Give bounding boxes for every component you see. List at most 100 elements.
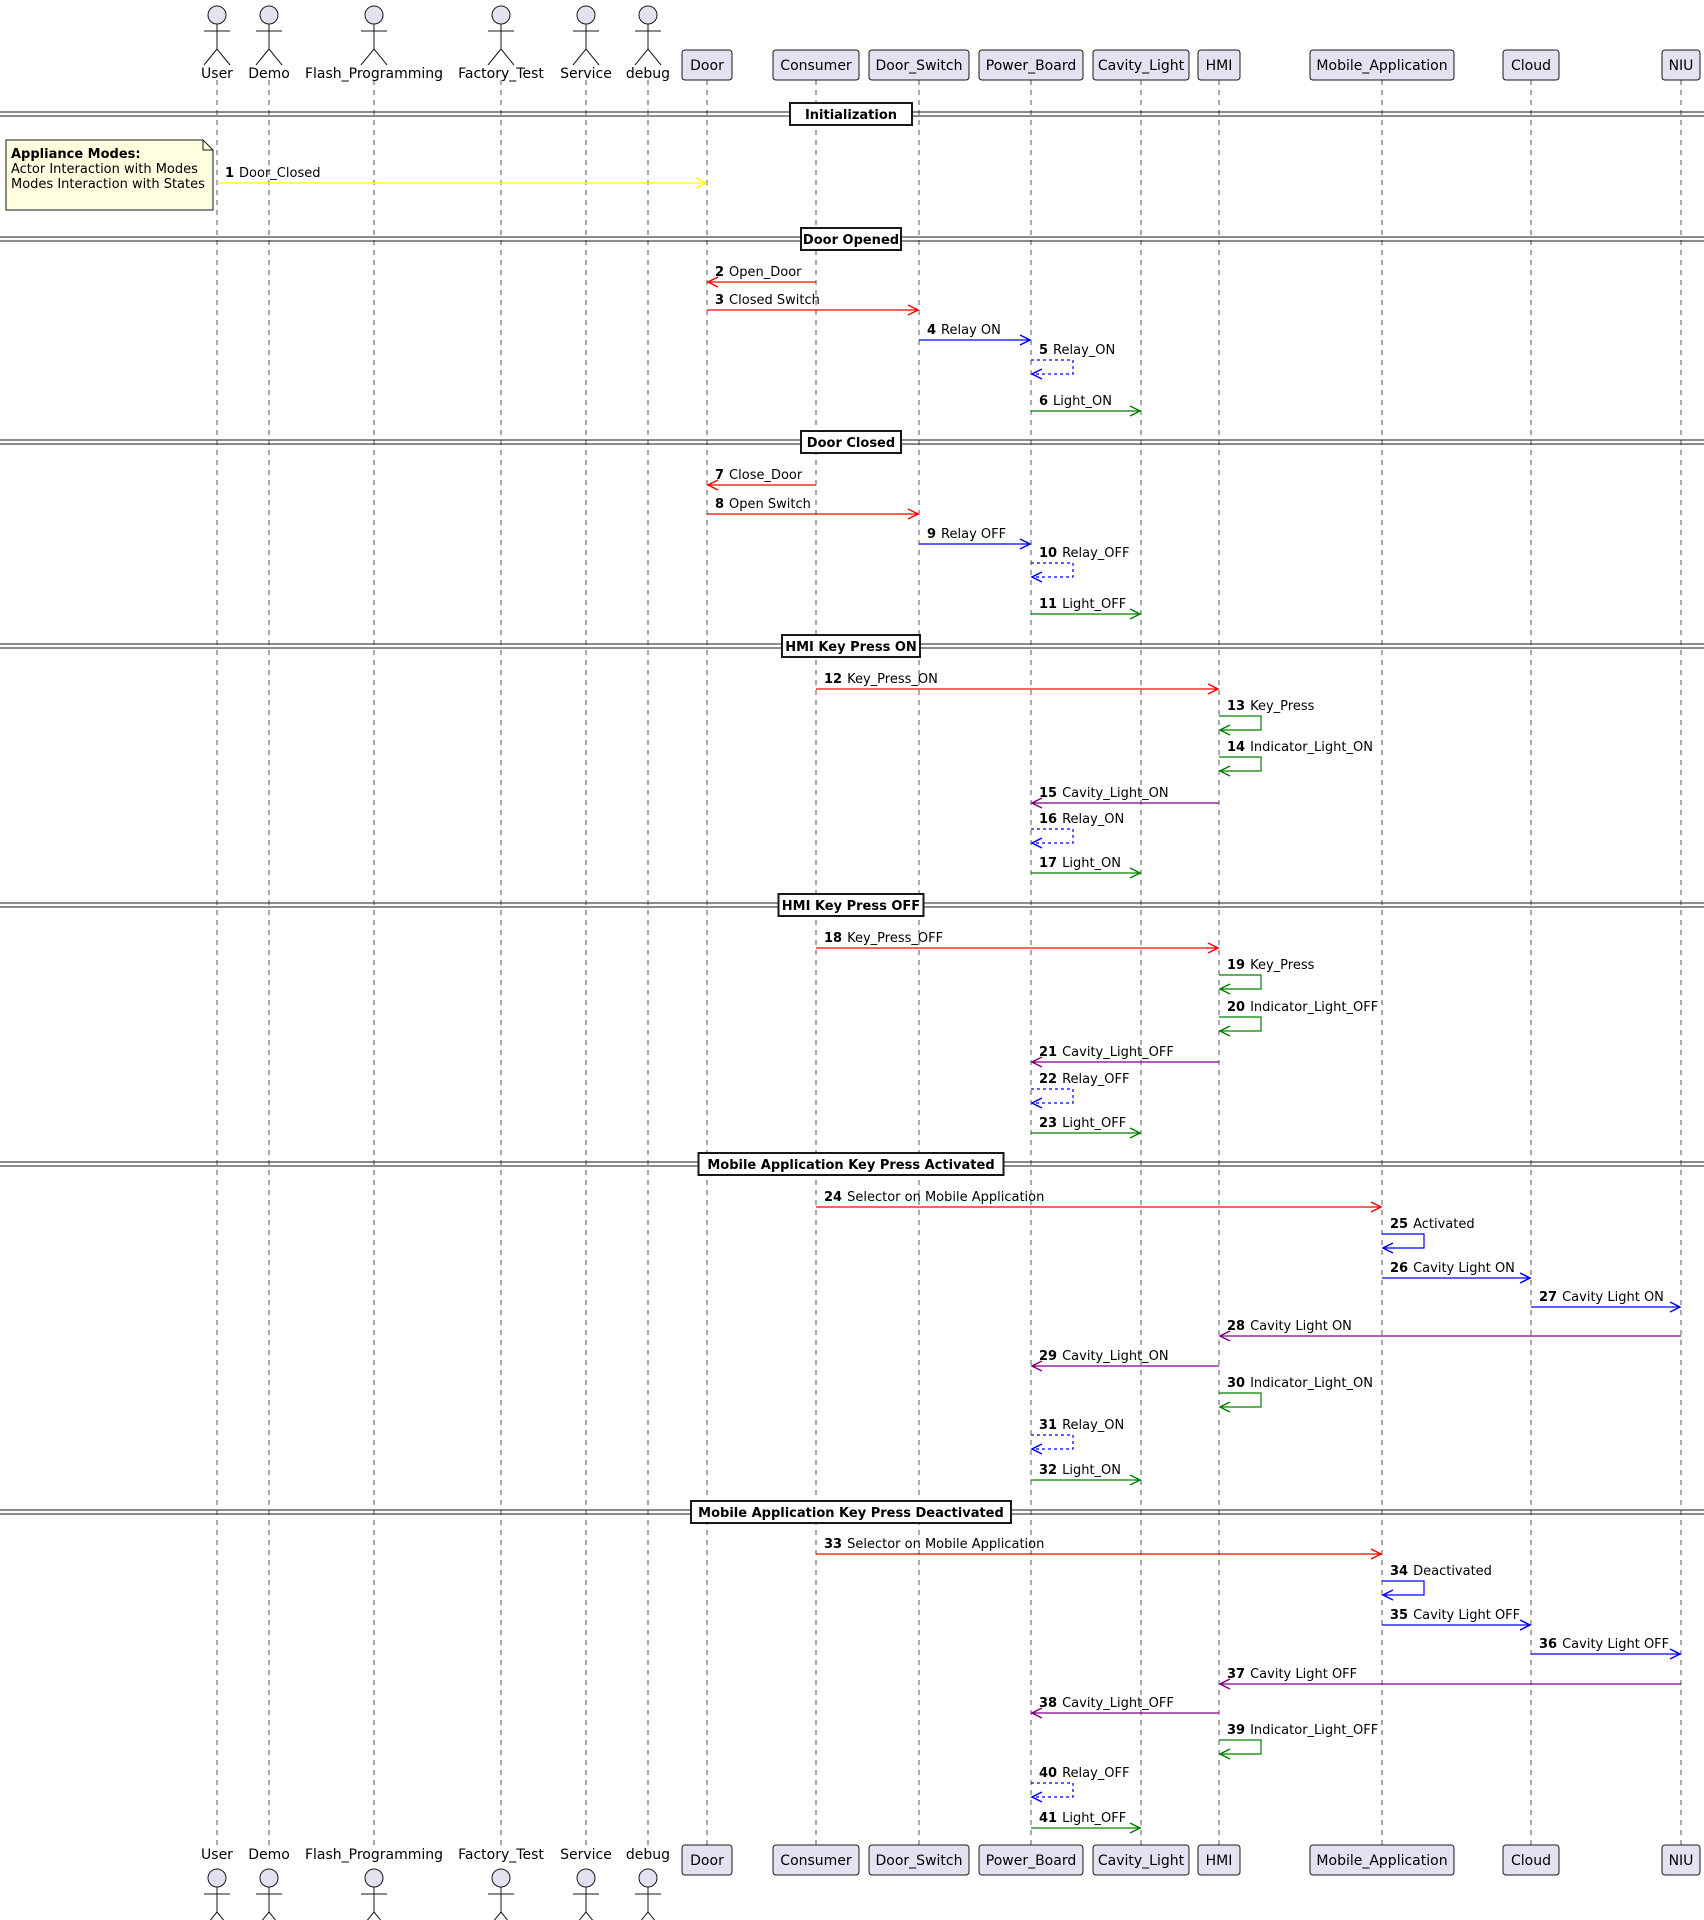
participant-consumer-bottom: Consumer (772, 1844, 860, 1876)
message-text: Deactivated (1413, 1564, 1492, 1579)
message-number: 14 (1227, 740, 1245, 755)
arrow-head-icon (1129, 405, 1142, 417)
arrow-head-icon (1030, 1707, 1043, 1719)
message-text: Light_ON (1062, 1463, 1121, 1478)
arrow-head-icon (1030, 1443, 1043, 1455)
actor-factory_test-bottom: Factory_Test (458, 1847, 544, 1920)
actor-flash_programming-bottom: Flash_Programming (305, 1847, 443, 1920)
arrow-head-icon (1207, 942, 1220, 954)
actor-factory_test-top: Factory_Test (458, 5, 544, 82)
arrow-head-icon (1030, 1360, 1043, 1372)
message-text: Cavity Light OFF (1413, 1608, 1520, 1623)
message-text: Cavity_Light_OFF (1062, 1045, 1174, 1060)
message-text: Indicator_Light_ON (1250, 1376, 1373, 1391)
arrow-head-icon (1218, 1330, 1231, 1342)
message-label: 29 Cavity_Light_ON (1039, 1349, 1169, 1364)
message-text: Cavity Light OFF (1250, 1667, 1357, 1682)
message-number: 35 (1390, 1608, 1408, 1623)
participant-heads: UserUserDemoDemoFlash_ProgrammingFlash_P… (201, 5, 1701, 1920)
actor-figure-icon (576, 5, 596, 25)
message-text: Cavity Light OFF (1562, 1637, 1669, 1652)
actor-service-bottom: Service (560, 1847, 612, 1920)
actor-figure-icon (491, 5, 511, 25)
message-text: Indicator_Light_OFF (1250, 1723, 1378, 1738)
message-text: Closed Switch (729, 293, 820, 308)
message-number: 7 (715, 468, 724, 483)
arrow-head-icon (907, 304, 920, 316)
actor-label: Flash_Programming (305, 1847, 443, 1863)
section-title: Initialization (805, 108, 897, 123)
actor-label: Factory_Test (458, 1847, 544, 1863)
arrow-head-icon (1519, 1272, 1532, 1284)
message-text: Light_OFF (1062, 597, 1126, 612)
participant-cavity_light-bottom: Cavity_Light (1092, 1844, 1190, 1876)
section-divider: Mobile Application Key Press Activated (0, 1152, 1704, 1176)
message-text: Light_ON (1053, 394, 1112, 409)
message-29: 29 Cavity_Light_ON (1030, 1349, 1219, 1372)
participant-mobile_application-top: Mobile_Application (1309, 49, 1455, 81)
actor-label: Demo (248, 1847, 290, 1863)
message-number: 18 (824, 931, 842, 946)
message-label: 35 Cavity Light OFF (1390, 1608, 1520, 1623)
participant-label: Cavity_Light (1098, 58, 1185, 74)
participant-door_switch-top: Door_Switch (868, 49, 970, 81)
participant-label: NIU (1669, 1853, 1694, 1869)
message-text: Door_Closed (239, 166, 320, 181)
message-number: 40 (1039, 1766, 1057, 1781)
actor-flash_programming-top: Flash_Programming (305, 5, 443, 82)
participant-label: Door (690, 58, 724, 74)
message-text: Relay_ON (1062, 1418, 1124, 1433)
notes: Appliance Modes:Actor Interaction with M… (5, 139, 214, 211)
arrow-head-icon (1669, 1648, 1682, 1660)
message-text: Key_Press_ON (847, 672, 938, 687)
arrow-head-icon (1218, 1748, 1231, 1760)
participant-label: Consumer (780, 58, 852, 74)
message-text: Cavity_Light_ON (1062, 1349, 1169, 1364)
participant-power_board-bottom: Power_Board (978, 1844, 1084, 1876)
participant-label: Cloud (1511, 1853, 1551, 1869)
arrow-head-icon (1129, 867, 1142, 879)
arrow-head-icon (1030, 1791, 1043, 1803)
note-title: Appliance Modes: (11, 147, 141, 162)
participant-door-top: Door (681, 49, 733, 81)
message-number: 24 (824, 1190, 842, 1205)
participant-label: NIU (1669, 58, 1694, 74)
message-number: 27 (1539, 1290, 1557, 1305)
actor-demo-top: Demo (248, 5, 290, 82)
actor-figure-icon (364, 5, 384, 25)
actor-label: debug (626, 66, 670, 82)
arrow-head-icon (1019, 538, 1032, 550)
section-title: Door Opened (803, 233, 899, 248)
message-number: 38 (1039, 1696, 1057, 1711)
message-number: 29 (1039, 1349, 1057, 1364)
message-number: 23 (1039, 1116, 1057, 1131)
actor-debug-top: debug (626, 5, 670, 82)
message-text: Selector on Mobile Application (847, 1190, 1044, 1205)
message-number: 19 (1227, 958, 1245, 973)
message-text: Relay_OFF (1062, 1766, 1129, 1781)
message-text: Key_Press (1250, 699, 1315, 714)
message-number: 25 (1390, 1217, 1408, 1232)
arrow-head-icon (695, 177, 708, 189)
message-number: 17 (1039, 856, 1057, 871)
message-text: Relay_OFF (1062, 546, 1129, 561)
arrow-head-icon (1218, 1401, 1231, 1413)
arrow-head-icon (1030, 1056, 1043, 1068)
